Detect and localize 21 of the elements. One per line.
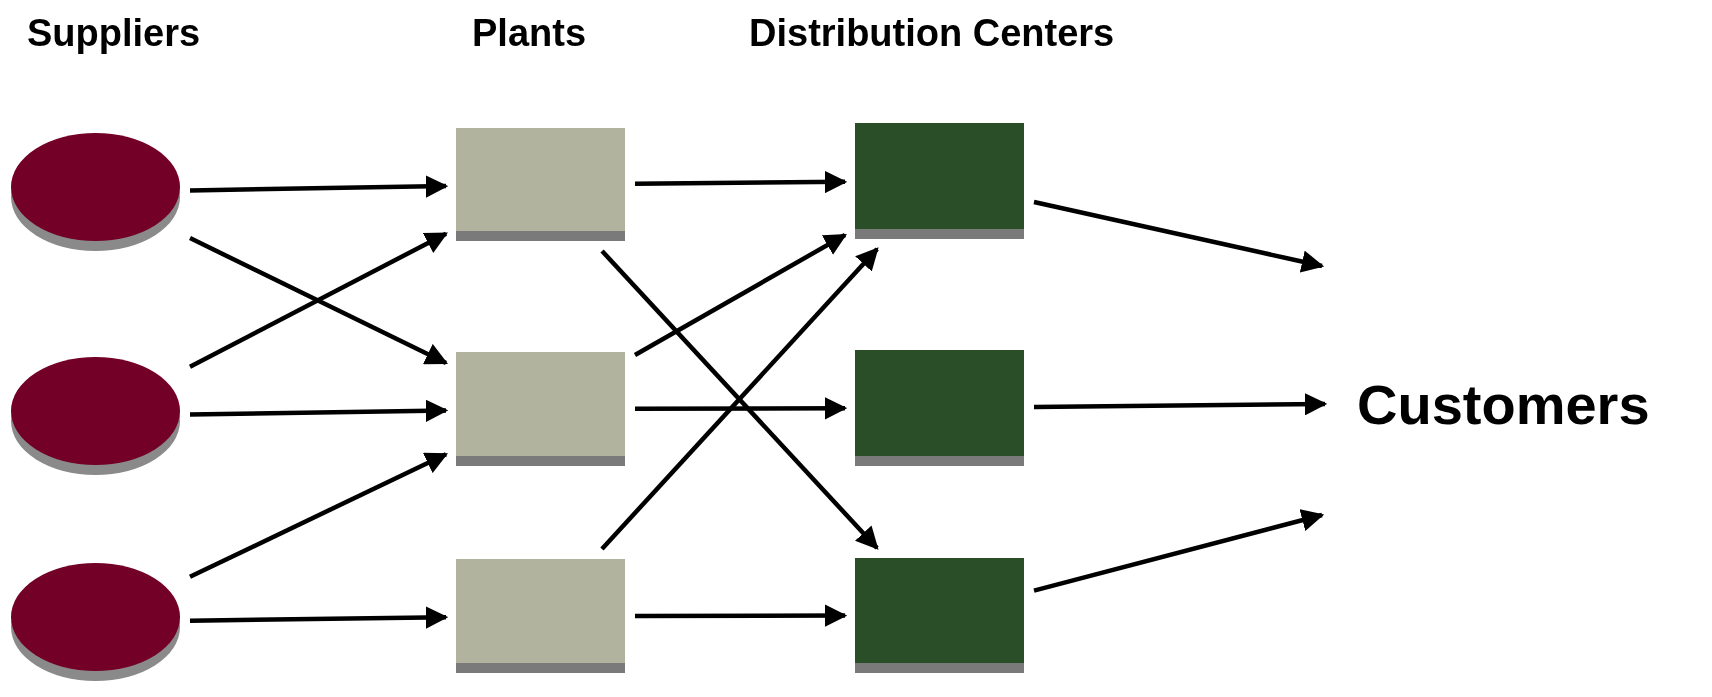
facility-box <box>456 352 625 466</box>
facility-box <box>855 558 1024 673</box>
arrow <box>633 233 847 357</box>
arrow <box>635 170 848 194</box>
customers-label: Customers <box>1357 372 1697 436</box>
arrow <box>635 604 848 627</box>
arrow <box>189 452 449 579</box>
column-heading: Distribution Centers <box>749 12 1115 55</box>
arrow <box>189 175 449 198</box>
facility-box <box>456 559 625 673</box>
column-heading: Suppliers <box>27 12 201 55</box>
arrow <box>1033 199 1325 273</box>
arrow <box>1033 392 1328 416</box>
arrow <box>635 397 848 420</box>
facility-box <box>855 123 1024 239</box>
facility-box <box>855 350 1024 466</box>
facility-box <box>456 128 625 241</box>
arrow <box>1033 509 1325 593</box>
arrow <box>189 399 449 423</box>
column-heading: Plants <box>472 12 587 55</box>
arrow <box>189 606 449 629</box>
